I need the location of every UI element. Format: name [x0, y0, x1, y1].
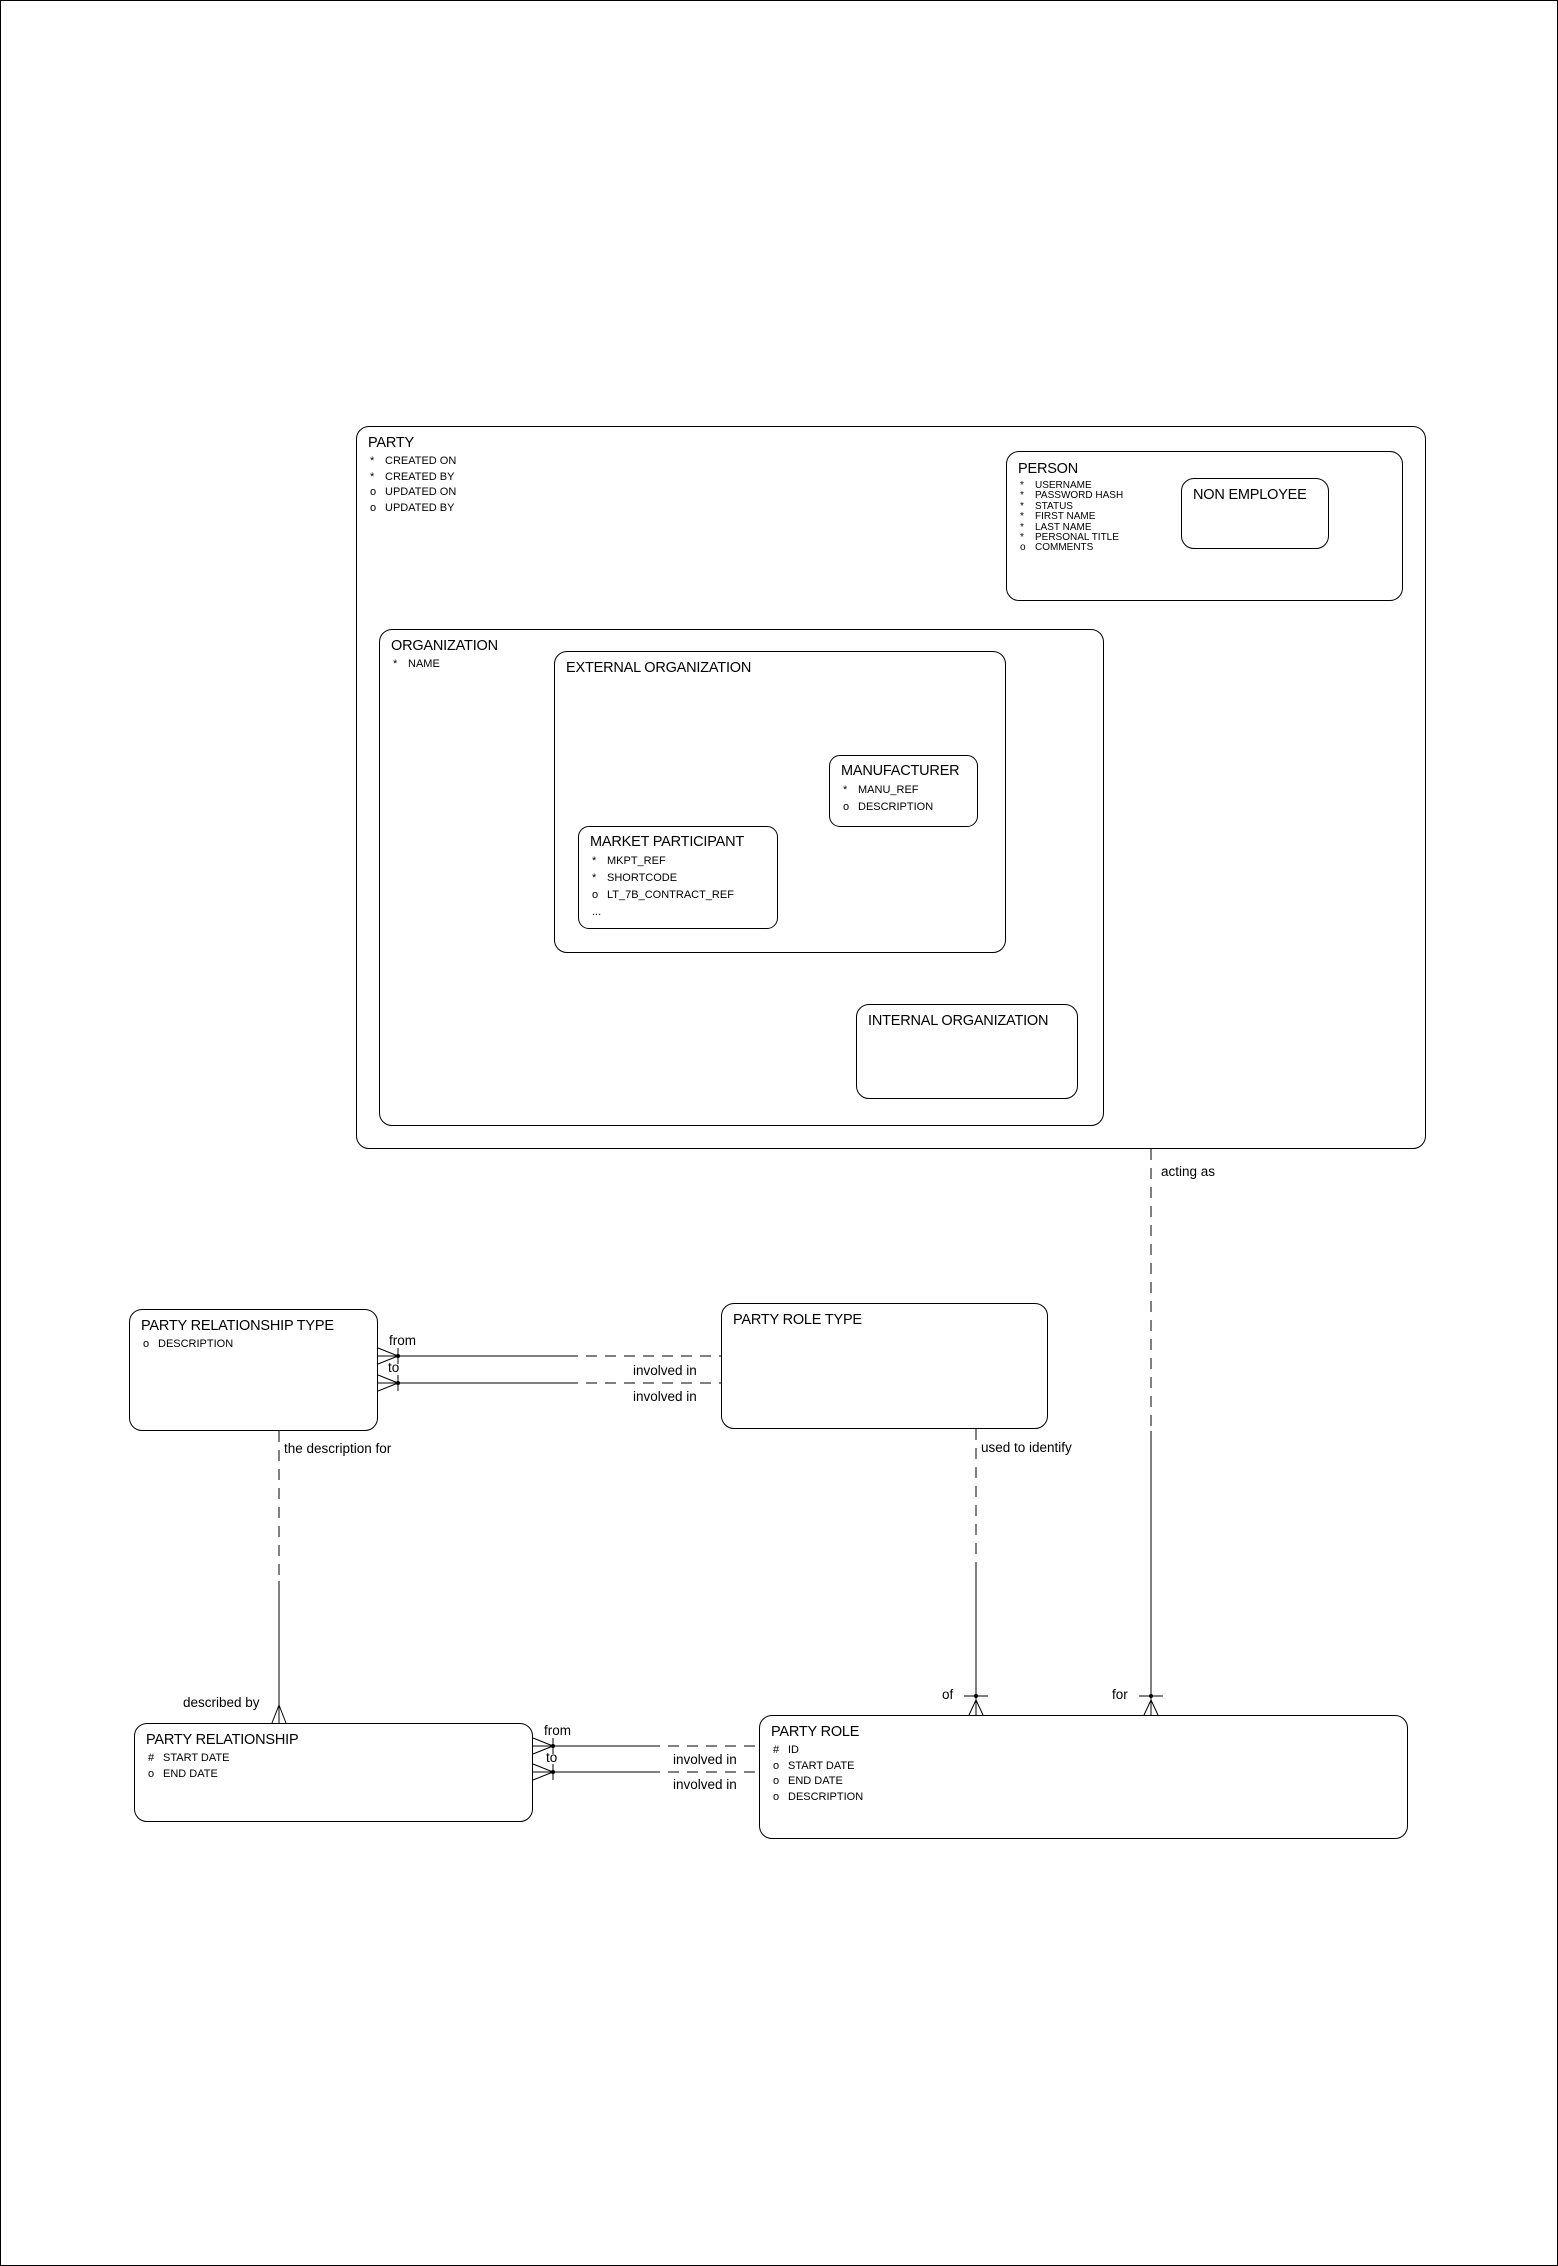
entity-organization-title: ORGANIZATION: [391, 638, 498, 654]
entity-internal-organization-title: INTERNAL ORGANIZATION: [868, 1013, 1049, 1029]
rel-line-acting-as[interactable]: [1139, 1149, 1163, 1716]
rel-label-of: of: [942, 1687, 954, 1702]
rel-line-described-by[interactable]: [271, 1431, 287, 1724]
rel-label-the-description-for: the description for: [284, 1441, 392, 1456]
entity-party-role-title: PARTY ROLE: [771, 1724, 860, 1740]
rel-label-used-to-identify: used to identify: [981, 1440, 1072, 1455]
entity-person-title: PERSON: [1018, 461, 1079, 477]
entity-manufacturer-title: MANUFACTURER: [841, 763, 960, 779]
entity-external-organization-title: EXTERNAL ORGANIZATION: [566, 660, 752, 676]
rel-label-type-involved-in-1: involved in: [633, 1363, 697, 1378]
rel-label-rel-involved-in-1: involved in: [673, 1752, 737, 1767]
rel-label-rel-to: to: [546, 1750, 558, 1765]
entity-party-role-type[interactable]: PARTY ROLE TYPE: [721, 1303, 1048, 1429]
entity-market-participant-title: MARKET PARTICIPANT: [590, 834, 745, 850]
rel-line-used-to-identify[interactable]: [964, 1429, 988, 1716]
entity-party-role-type-title: PARTY ROLE TYPE: [733, 1312, 862, 1328]
entity-party-relationship-title: PARTY RELATIONSHIP: [146, 1732, 299, 1748]
entity-market-participant[interactable]: MARKET PARTICIPANT *MKPT_REF *SHORTCODE …: [578, 826, 778, 929]
entity-non-employee[interactable]: NON EMPLOYEE: [1181, 478, 1329, 549]
entity-non-employee-title: NON EMPLOYEE: [1193, 487, 1307, 503]
entity-party-relationship-type-title: PARTY RELATIONSHIP TYPE: [141, 1318, 334, 1334]
rel-label-rel-involved-in-2: involved in: [673, 1777, 737, 1792]
entity-person-attrs: *USERNAME *PASSWORD HASH *STATUS *FIRST …: [1020, 480, 1124, 554]
rel-label-acting-as: acting as: [1161, 1164, 1216, 1179]
rel-line-type-from[interactable]: [377, 1347, 721, 1365]
rel-label-described-by: described by: [183, 1695, 260, 1710]
rel-label-type-to: to: [388, 1360, 400, 1375]
rel-label-rel-from: from: [544, 1723, 571, 1738]
entity-organization-attrs: *NAME: [393, 658, 440, 670]
rel-label-type-involved-in-2: involved in: [633, 1389, 697, 1404]
rel-label-type-from: from: [389, 1333, 416, 1348]
entity-internal-organization[interactable]: INTERNAL ORGANIZATION: [856, 1004, 1078, 1099]
entity-party-title: PARTY: [368, 435, 415, 451]
rel-label-for: for: [1112, 1687, 1128, 1702]
